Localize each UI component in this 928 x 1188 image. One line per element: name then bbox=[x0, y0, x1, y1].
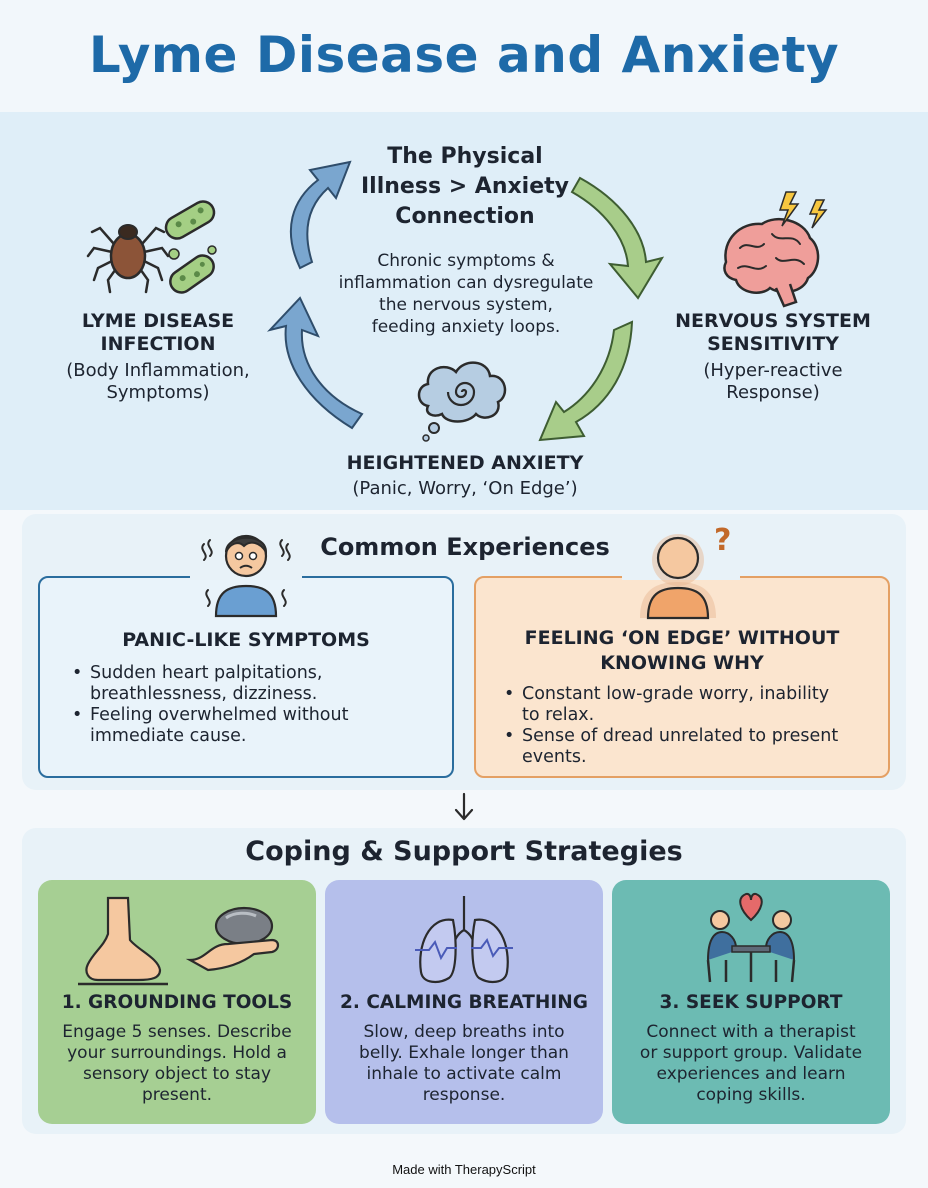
panic-card-content: PANIC-LIKE SYMPTOMS Sudden heart palpita… bbox=[40, 628, 452, 747]
cycle-center-title-line: Connection bbox=[395, 204, 535, 229]
lyme-title-line: INFECTION bbox=[100, 333, 216, 355]
support-desc-line: experiences and learn bbox=[656, 1064, 846, 1084]
panic-bullet-line: breathlessness, dizziness. bbox=[90, 684, 318, 704]
cycle-arrows bbox=[86, 160, 828, 442]
cycle-center-description: Chronic symptoms & inflammation can dysr… bbox=[308, 250, 624, 338]
support-desc-line: coping skills. bbox=[696, 1085, 806, 1105]
arrow-blue-left-icon bbox=[266, 296, 364, 430]
tick-icon bbox=[86, 224, 170, 294]
anxious-person-icon bbox=[201, 534, 291, 618]
breathing-title: 2. CALMING BREATHING bbox=[340, 992, 588, 1013]
heightened-anxiety-node: HEIGHTENED ANXIETY (Panic, Worry, ‘On Ed… bbox=[300, 452, 630, 500]
nervous-title-line: NERVOUS SYSTEM bbox=[675, 310, 871, 332]
breathing-desc: Slow, deep breaths into belly. Exhale lo… bbox=[325, 1022, 603, 1106]
anxiety-sub: (Panic, Worry, ‘On Edge’) bbox=[352, 478, 578, 499]
lyme-sub-line: (Body Inflammation, bbox=[66, 360, 250, 381]
grounding-desc-line: your surroundings. Hold a bbox=[67, 1043, 287, 1063]
lyme-sub-line: Symptoms) bbox=[106, 382, 210, 403]
grounding-desc-line: present. bbox=[141, 1085, 213, 1105]
support-card: 3. SEEK SUPPORT Connect with a therapist… bbox=[612, 880, 890, 1124]
edge-bullet-line: Constant low-grade worry, inability bbox=[522, 684, 830, 704]
brain-lightning-icon bbox=[723, 191, 828, 308]
strategies-title: Coping & Support Strategies bbox=[245, 836, 683, 867]
arrow-green-left-icon bbox=[538, 320, 634, 442]
breathing-desc-line: Slow, deep breaths into bbox=[363, 1022, 565, 1042]
breathing-card: 2. CALMING BREATHING Slow, deep breaths … bbox=[325, 880, 603, 1124]
panic-bullet-line: Feeling overwhelmed without bbox=[90, 705, 349, 725]
arrow-green-down-icon bbox=[570, 176, 665, 300]
edge-bullet-line: to relax. bbox=[522, 705, 595, 725]
breathing-desc-line: response. bbox=[422, 1085, 506, 1105]
panic-bullet-line: Sudden heart palpitations, bbox=[90, 663, 323, 683]
cycle-section bbox=[0, 112, 928, 510]
cycle-center-desc-line: feeding anxiety loops. bbox=[371, 317, 561, 337]
svg-text:?: ? bbox=[714, 523, 731, 558]
grounding-title: 1. GROUNDING TOOLS bbox=[61, 992, 293, 1013]
panic-bullet-list: Sudden heart palpitations, breathlessnes… bbox=[70, 663, 452, 747]
support-desc-line: or support group. Validate bbox=[639, 1043, 863, 1063]
grounding-card: 1. GROUNDING TOOLS Engage 5 senses. Desc… bbox=[38, 880, 316, 1124]
bacteria-icon bbox=[164, 200, 217, 294]
nervous-sub-line: (Hyper-reactive bbox=[703, 360, 843, 381]
nervous-title-line: SENSITIVITY bbox=[707, 333, 839, 355]
panic-bullet: Sudden heart palpitations, breathlessnes… bbox=[70, 663, 452, 705]
edge-bullet: Constant low-grade worry, inability to r… bbox=[502, 684, 888, 726]
page-title: Lyme Disease and Anxiety bbox=[88, 26, 840, 84]
support-desc-line: Connect with a therapist bbox=[646, 1022, 856, 1042]
edge-title-line: KNOWING WHY bbox=[600, 652, 764, 674]
support-title: 3. SEEK SUPPORT bbox=[659, 992, 843, 1013]
edge-bullet-line: Sense of dread unrelated to present bbox=[522, 726, 839, 746]
experiences-title: Common Experiences bbox=[320, 533, 610, 561]
cycle-center-title-line: Illness > Anxiety bbox=[361, 174, 569, 199]
nervous-sub-line: Response) bbox=[726, 382, 820, 403]
header bbox=[0, 0, 928, 112]
arrow-blue-up-icon bbox=[289, 160, 352, 270]
stone-in-hand-icon bbox=[185, 906, 280, 972]
cycle-center-title: The Physical Illness > Anxiety Connectio… bbox=[340, 142, 590, 232]
edge-bullet-list: Constant low-grade worry, inability to r… bbox=[502, 684, 888, 768]
breathing-desc-line: belly. Exhale longer than bbox=[359, 1043, 569, 1063]
down-arrow-icon bbox=[454, 792, 474, 821]
lyme-title-line: LYME DISEASE bbox=[81, 310, 235, 332]
panic-title: PANIC-LIKE SYMPTOMS bbox=[122, 629, 370, 651]
grounding-desc-line: sensory object to stay bbox=[82, 1064, 272, 1084]
edge-card-content: FEELING ‘ON EDGE’ WITHOUT KNOWING WHY Co… bbox=[476, 626, 888, 768]
footer-credit: Made with TherapyScript bbox=[392, 1162, 536, 1177]
support-desc: Connect with a therapist or support grou… bbox=[612, 1022, 890, 1106]
cycle-center-desc-line: the nervous system, bbox=[379, 295, 553, 315]
lungs-icon bbox=[415, 896, 513, 984]
cycle-center-desc-line: inflammation can dysregulate bbox=[338, 273, 594, 293]
foot-icon bbox=[78, 896, 280, 986]
panic-bullet: Feeling overwhelmed without immediate ca… bbox=[70, 705, 452, 747]
edge-bullet-line: events. bbox=[522, 747, 587, 767]
grounding-desc-line: Engage 5 senses. Describe bbox=[62, 1022, 292, 1042]
nervous-system-node: NERVOUS SYSTEM SENSITIVITY (Hyper-reacti… bbox=[668, 310, 878, 404]
edge-bullet: Sense of dread unrelated to present even… bbox=[502, 726, 888, 768]
panic-bullet-line: immediate cause. bbox=[90, 726, 247, 746]
cycle-center-desc-line: Chronic symptoms & bbox=[377, 251, 555, 271]
cycle-center-title-line: The Physical bbox=[387, 144, 543, 169]
confused-person-icon: ? bbox=[640, 523, 731, 620]
grounding-desc: Engage 5 senses. Describe your surroundi… bbox=[38, 1022, 316, 1106]
lyme-infection-node: LYME DISEASE INFECTION (Body Inflammatio… bbox=[48, 310, 268, 404]
breathing-desc-line: inhale to activate calm bbox=[366, 1064, 562, 1084]
worry-cloud-icon bbox=[417, 361, 507, 442]
edge-title-line: FEELING ‘ON EDGE’ WITHOUT bbox=[524, 627, 840, 649]
people-heart-icon bbox=[706, 892, 796, 983]
anxiety-title: HEIGHTENED ANXIETY bbox=[346, 452, 584, 474]
